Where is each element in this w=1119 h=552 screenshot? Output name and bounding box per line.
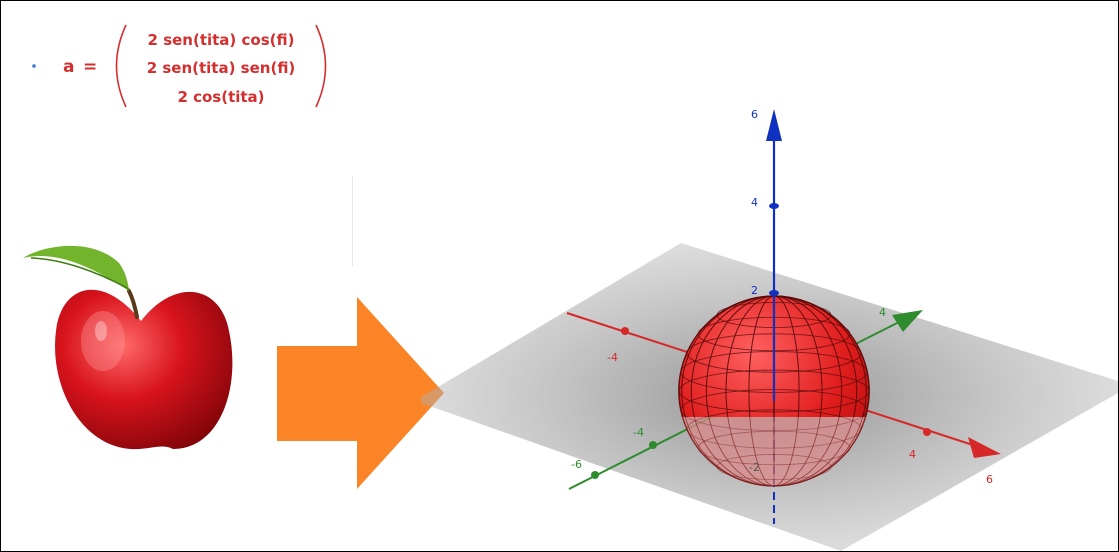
sphere-longitude-line: [684, 417, 864, 487]
x-tick-6: 6: [986, 473, 993, 486]
sphere-longitude-line: [708, 417, 840, 487]
x-tick-4: 4: [909, 448, 916, 461]
sphere-latitude-line: [686, 417, 862, 449]
formula-row-1: 2 sen(tita) cos(fi): [148, 31, 295, 49]
y-tick-4: 4: [879, 306, 886, 319]
sphere-longitude-line: [708, 417, 840, 487]
formula-equals: =: [83, 57, 97, 77]
sphere-longitude-line: [693, 417, 855, 487]
z-tick-2: 2: [751, 284, 758, 297]
right-paren: [315, 24, 327, 108]
formula-lhs: a: [63, 57, 74, 77]
sphere-lower-half: [681, 417, 867, 487]
sphere-longitude-line: [684, 417, 864, 487]
y-tick-neg4: -4: [633, 426, 644, 439]
sphere-longitude-line: [773, 417, 775, 487]
sphere-longitude-line: [681, 417, 867, 487]
z-tick-6: 6: [751, 108, 758, 121]
sphere-longitude-line: [727, 417, 821, 487]
z-axis: 6 4 2 -2: [749, 108, 782, 474]
parametric-formula: a = 2 sen(tita) cos(fi) 2 sen(tita) sen(…: [32, 24, 327, 108]
visibility-dot[interactable]: [32, 64, 36, 68]
sphere-latitude-line: [685, 417, 863, 431]
formula-row-3: 2 cos(tita): [177, 88, 264, 106]
right-arrow-icon: [277, 297, 444, 489]
sphere-longitude-line: [693, 417, 855, 487]
z-tick-4: 4: [751, 196, 758, 209]
formula-row-2: 2 sen(tita) sen(fi): [147, 59, 296, 77]
left-paren: [115, 24, 127, 108]
sphere-longitude-line: [749, 417, 799, 487]
sphere-latitude-line: [704, 409, 844, 417]
apple-image: [23, 245, 233, 450]
y-tick-neg6: -6: [571, 458, 582, 471]
sphere-longitude-line: [749, 417, 799, 487]
x-tick-neg4: -4: [607, 351, 618, 364]
sphere-latitude-line: [697, 430, 851, 466]
sphere-latitude-line: [716, 454, 832, 480]
panel-divider: [352, 176, 353, 266]
z-tick-neg2: -2: [749, 461, 760, 474]
sphere-longitude-line: [727, 417, 821, 487]
